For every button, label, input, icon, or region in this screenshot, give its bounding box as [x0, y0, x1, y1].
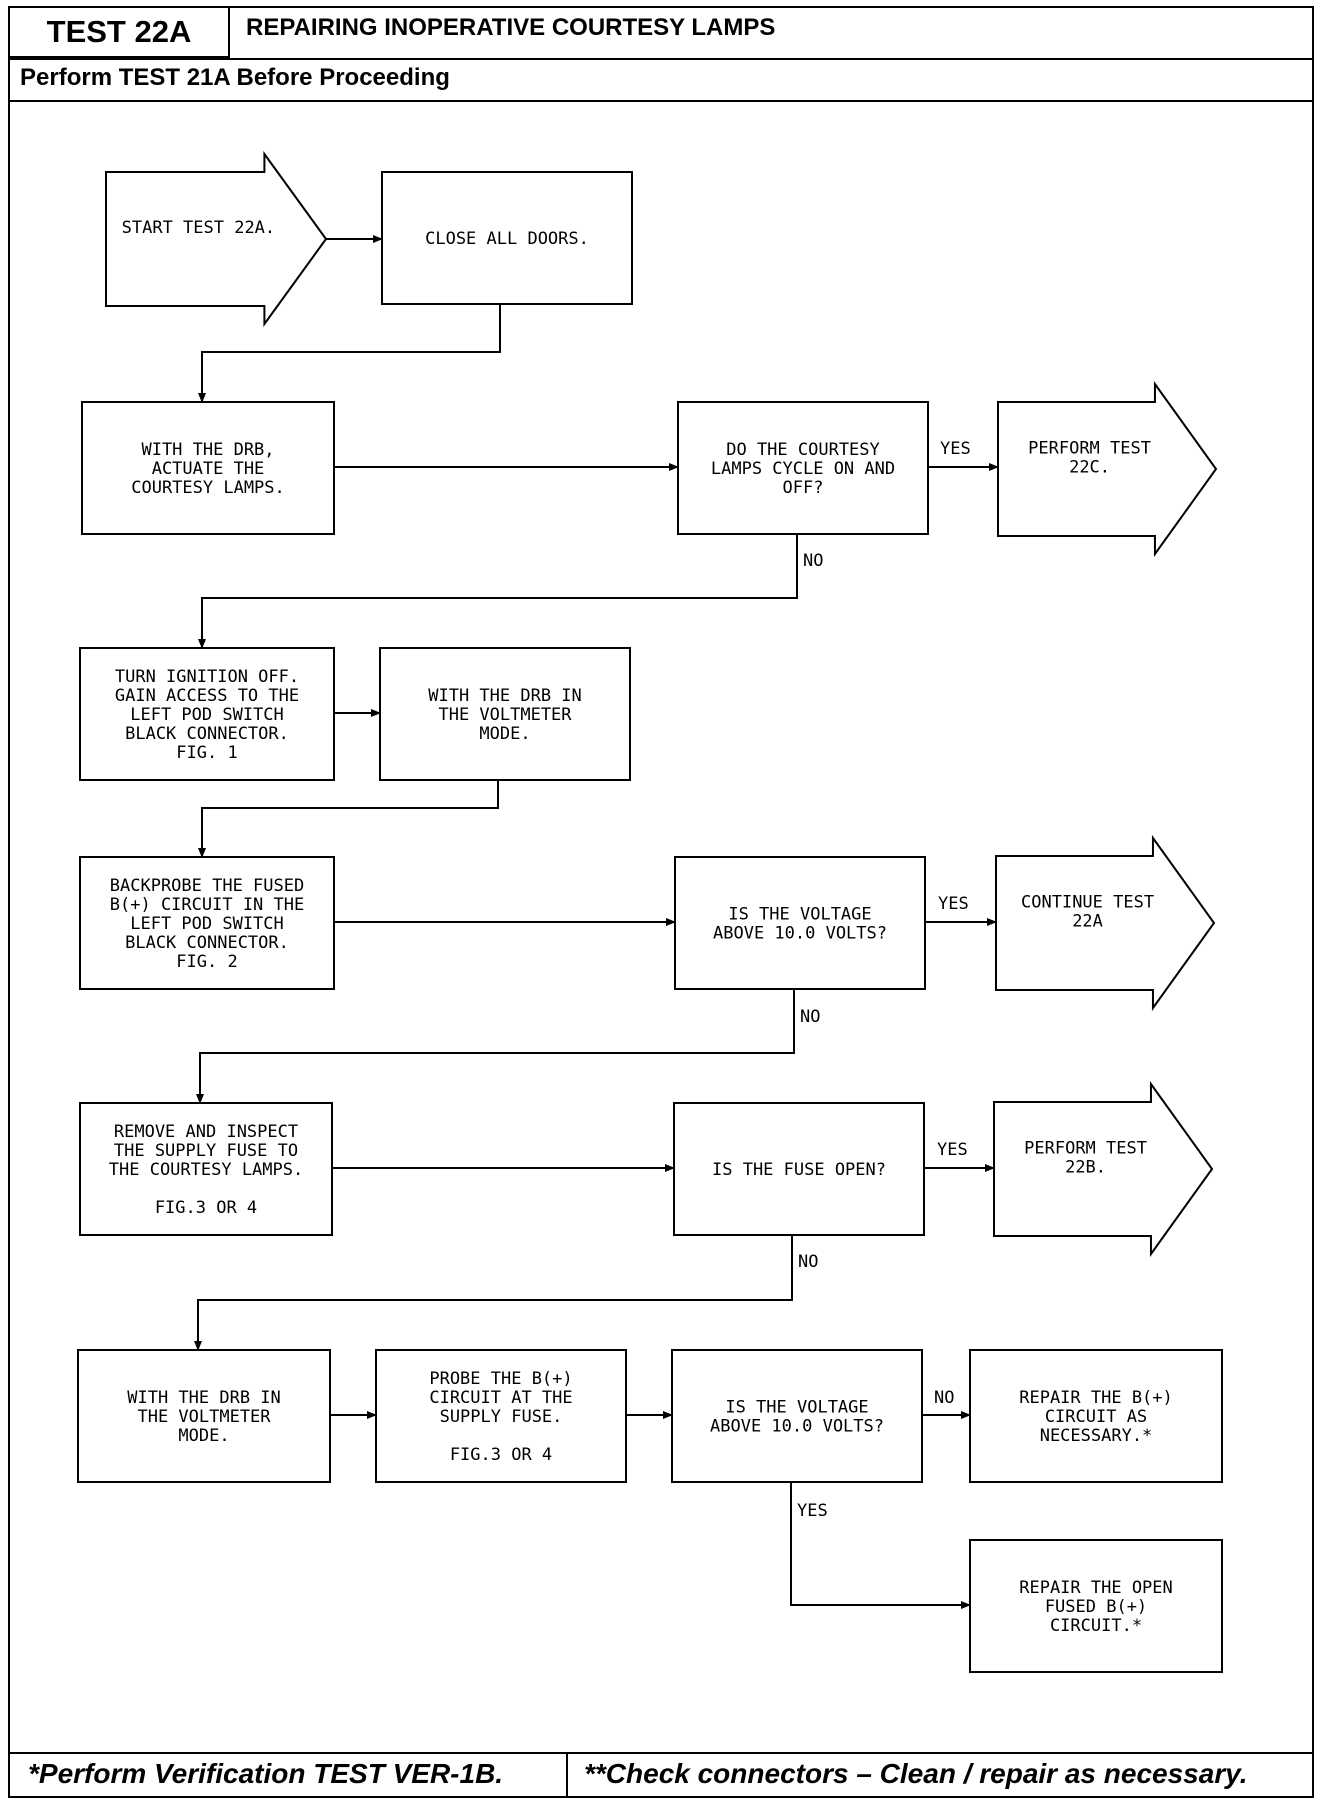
voltage_q_1-line: ABOVE 10.0 VOLTS?: [713, 924, 887, 944]
test-id: TEST 22A: [8, 6, 230, 58]
close_doors-line: CLOSE ALL DOORS.: [425, 229, 589, 249]
no-to-drb-arrow: [194, 1235, 793, 1351]
drb_voltmeter_2-line: MODE.: [178, 1426, 229, 1446]
repair_open_fused-line: REPAIR THE OPEN: [1019, 1578, 1173, 1598]
actuate_lamps-box: [81, 401, 335, 535]
repair_b_circuit-line: CIRCUIT AS: [1045, 1407, 1147, 1427]
repair_b_circuit-line: NECESSARY.*: [1040, 1426, 1153, 1446]
voltage_q_1-box: [674, 856, 926, 990]
backprobe-line: FIG. 2: [176, 952, 237, 972]
page-frame: [8, 6, 1314, 1798]
perform_22c-line: PERFORM TEST: [1028, 439, 1151, 459]
probe_supply-line: SUPPLY FUSE.: [440, 1407, 563, 1427]
no-label: NO: [803, 551, 823, 571]
perform_22b-line: PERFORM TEST: [1024, 1139, 1147, 1159]
repair_open_fused-line: CIRCUIT.*: [1050, 1616, 1142, 1636]
voltage_q_2-box: [671, 1349, 923, 1483]
fuse_open_q-box: [673, 1102, 925, 1236]
perform_22c-line: 22C.: [1069, 458, 1110, 478]
remove_fuse-line: REMOVE AND INSPECT: [114, 1122, 298, 1142]
lamps_cycle_q-line: LAMPS CYCLE ON AND: [711, 459, 895, 479]
probe_supply-box: [375, 1349, 627, 1483]
probe_supply-line: CIRCUIT AT THE: [429, 1388, 572, 1408]
remove_fuse-line: FIG.3 OR 4: [155, 1198, 257, 1218]
lamps_cycle_q-line: OFF?: [783, 478, 824, 498]
yes-to-repair-open-arrow: [790, 1482, 971, 1609]
drb-to-backprobe-arrow: [198, 780, 499, 858]
start-terminal: [105, 150, 328, 328]
connector-footnote: **Check connectors – Clean / repair as n…: [584, 1758, 1248, 1789]
yes-label: YES: [940, 439, 971, 459]
close_doors-box: [381, 171, 633, 305]
repair_open_fused-line: FUSED B(+): [1045, 1597, 1147, 1617]
header-divider: [8, 58, 1314, 60]
yes-label: YES: [938, 894, 969, 914]
ignition_off-line: LEFT POD SWITCH: [130, 705, 284, 725]
probe_supply-line: FIG.3 OR 4: [450, 1445, 552, 1465]
backprobe-box: [79, 856, 335, 990]
actuate_lamps-line: ACTUATE THE: [152, 459, 265, 479]
no-label: NO: [934, 1388, 954, 1408]
voltage_q_2-line: ABOVE 10.0 VOLTS?: [710, 1417, 884, 1437]
no-label: NO: [800, 1007, 820, 1027]
fuse_open_q-line: IS THE FUSE OPEN?: [712, 1160, 886, 1180]
actuate_lamps-line: WITH THE DRB,: [141, 440, 274, 460]
continue_22a-line: CONTINUE TEST: [1021, 893, 1154, 913]
perform_22b-line: 22B.: [1065, 1158, 1106, 1178]
backprobe-line: BACKPROBE THE FUSED: [110, 876, 304, 896]
yes-label: YES: [797, 1501, 828, 1521]
no-to-ignition-arrow: [198, 534, 798, 649]
footer-column-divider: [566, 1752, 568, 1798]
continue_22a-terminal: [995, 834, 1216, 1012]
voltage_q_2-line: IS THE VOLTAGE: [725, 1398, 868, 1418]
yes-label: YES: [937, 1140, 968, 1160]
probe_supply-line: PROBE THE B(+): [429, 1369, 572, 1389]
drb_voltmeter_2-line: THE VOLTMETER: [137, 1407, 271, 1427]
actuate_lamps-line: COURTESY LAMPS.: [131, 478, 285, 498]
drb_voltmeter_2-line: WITH THE DRB IN: [127, 1388, 281, 1408]
repair_open_fused-box: [969, 1539, 1223, 1673]
perform_22b-terminal: [993, 1080, 1214, 1258]
backprobe-line: LEFT POD SWITCH: [130, 914, 284, 934]
no-label: NO: [798, 1252, 818, 1272]
close-to-actuate-arrow: [198, 304, 501, 403]
ignition_off-line: BLACK CONNECTOR.: [125, 724, 289, 744]
ignition_off-line: TURN IGNITION OFF.: [115, 667, 299, 687]
repair_b_circuit-box: [969, 1349, 1223, 1483]
verification-footnote: *Perform Verification TEST VER-1B.: [28, 1758, 504, 1789]
start-line: START TEST 22A.: [122, 218, 276, 238]
ignition_off-box: [79, 647, 335, 781]
drb_voltmeter_1-line: MODE.: [479, 724, 530, 744]
voltage_q_1-line: IS THE VOLTAGE: [728, 905, 871, 925]
no-to-remove-fuse-arrow: [196, 989, 795, 1104]
remove_fuse-line: THE COURTESY LAMPS.: [109, 1160, 303, 1180]
subheader-divider: [8, 100, 1314, 102]
backprobe-line: BLACK CONNECTOR.: [125, 933, 289, 953]
drb_voltmeter_1-line: WITH THE DRB IN: [428, 686, 582, 706]
test-title: REPAIRING INOPERATIVE COURTESY LAMPS: [246, 14, 776, 41]
backprobe-line: B(+) CIRCUIT IN THE: [110, 895, 304, 915]
lamps_cycle_q-line: DO THE COURTESY: [726, 440, 880, 460]
prerequisite-note: Perform TEST 21A Before Proceeding: [20, 64, 450, 91]
perform_22c-terminal: [997, 380, 1218, 558]
drb_voltmeter_1-box: [379, 647, 631, 781]
continue_22a-line: 22A: [1072, 912, 1103, 932]
remove_fuse-line: THE SUPPLY FUSE TO: [114, 1141, 298, 1161]
drb_voltmeter_1-line: THE VOLTMETER: [438, 705, 572, 725]
ignition_off-line: FIG. 1: [176, 743, 237, 763]
footer-divider: [8, 1752, 1314, 1754]
ignition_off-line: GAIN ACCESS TO THE: [115, 686, 299, 706]
remove_fuse-box: [79, 1102, 333, 1236]
repair_b_circuit-line: REPAIR THE B(+): [1019, 1388, 1173, 1408]
